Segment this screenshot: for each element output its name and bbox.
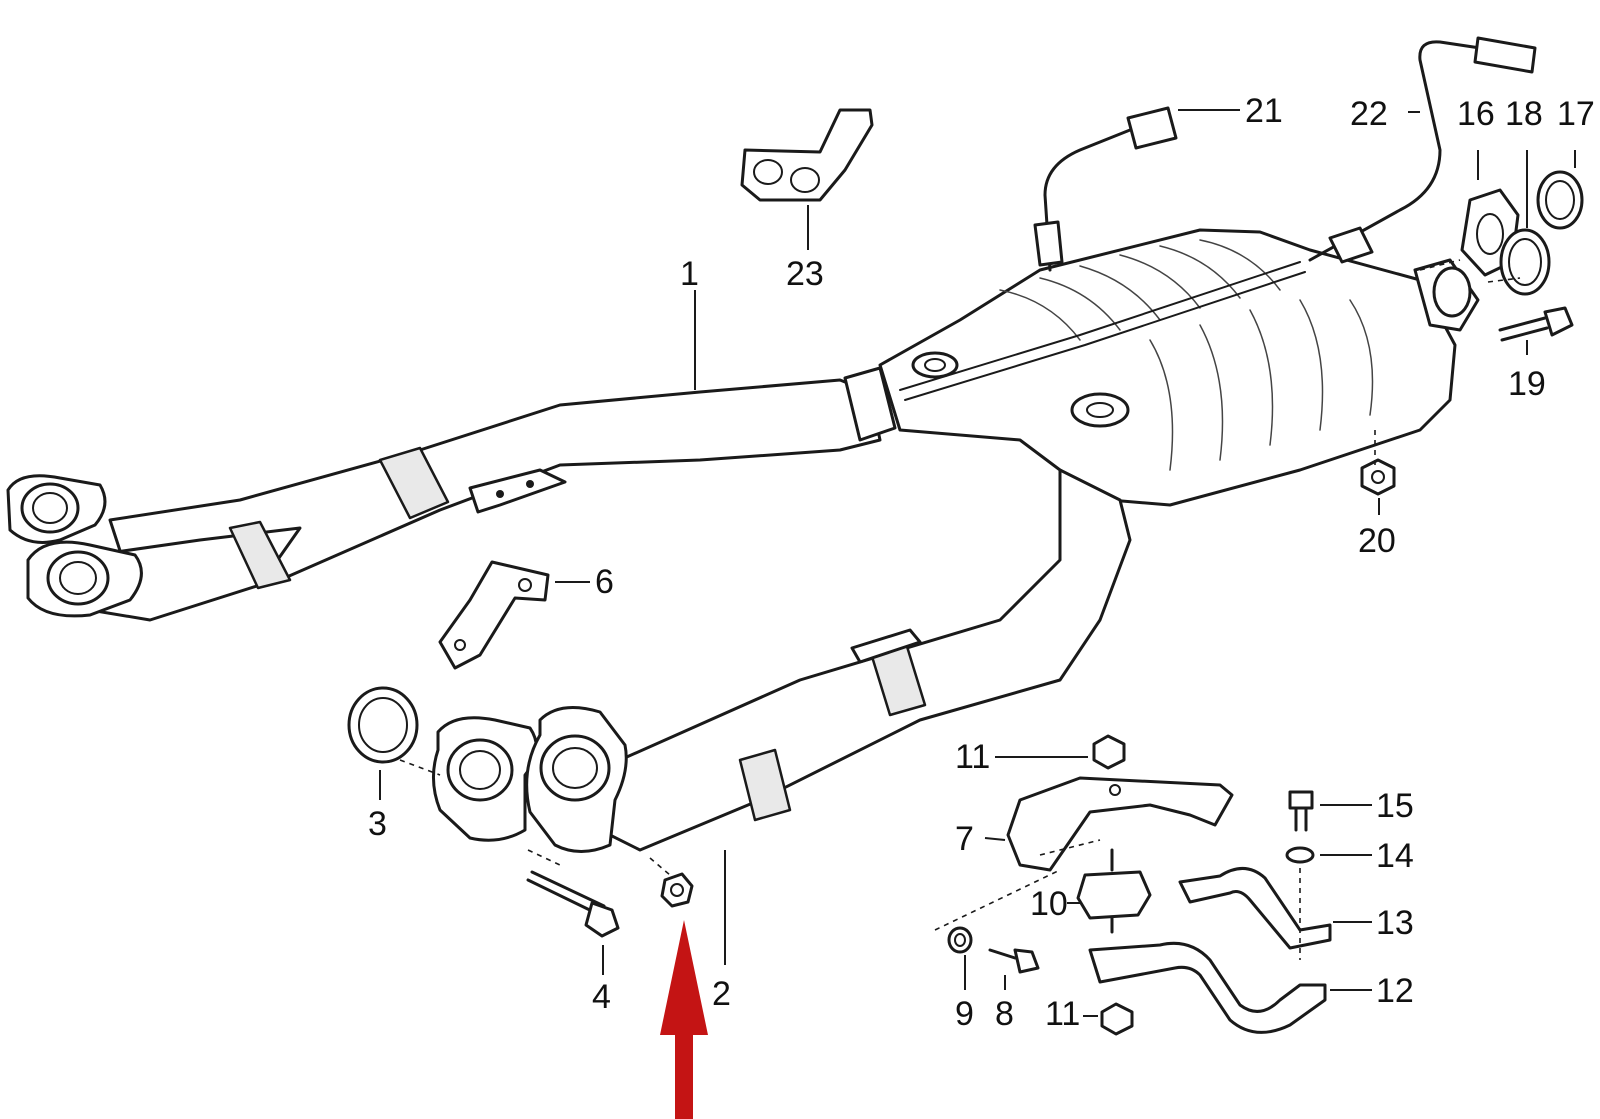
catalytic-converter xyxy=(878,228,1480,507)
callout-21: 21 xyxy=(1245,92,1283,130)
callout-14: 14 xyxy=(1376,837,1414,875)
part-2-nut xyxy=(660,872,694,908)
part-11-nut-top xyxy=(1092,734,1126,770)
callout-16: 16 xyxy=(1457,95,1495,133)
callout-17: 17 xyxy=(1557,95,1595,133)
part-18-ring xyxy=(1499,228,1551,296)
callout-2: 2 xyxy=(712,975,731,1013)
part-15-bolt xyxy=(1288,790,1314,832)
callout-11-top: 11 xyxy=(955,738,990,776)
red-arrow-indicator xyxy=(660,920,708,1119)
callout-18: 18 xyxy=(1505,95,1543,133)
part-9-washer xyxy=(947,926,973,954)
part-20-nut xyxy=(1360,458,1396,496)
part-11-nut-bottom xyxy=(1100,1002,1134,1036)
part-23-bracket xyxy=(740,108,874,202)
part-19-bolt xyxy=(1498,306,1574,342)
callout-20: 20 xyxy=(1358,522,1396,560)
part-1-upper-pipe xyxy=(6,366,897,622)
part-7-bracket xyxy=(1006,776,1234,872)
callout-3: 3 xyxy=(368,805,387,843)
callout-7: 7 xyxy=(955,820,974,858)
part-12-bracket xyxy=(1088,941,1327,1034)
part-3-gasket xyxy=(347,686,419,764)
part-8-bolt xyxy=(988,948,1040,974)
leader-lines xyxy=(379,109,1576,1017)
callout-19: 19 xyxy=(1508,365,1546,403)
part-10-mount xyxy=(1076,848,1152,934)
callout-1: 1 xyxy=(680,255,699,293)
callout-22: 22 xyxy=(1350,95,1388,133)
part-13-clamp xyxy=(1178,867,1332,950)
part-22-sensor xyxy=(1308,36,1537,264)
part-6-bracket xyxy=(438,560,550,670)
callout-10: 10 xyxy=(1030,885,1068,923)
callout-6: 6 xyxy=(595,563,614,601)
callout-4: 4 xyxy=(592,978,611,1016)
callout-9: 9 xyxy=(955,995,974,1033)
callout-12: 12 xyxy=(1376,972,1414,1010)
part-2-lower-pipe xyxy=(432,468,1132,853)
callout-13: 13 xyxy=(1376,904,1414,942)
callout-labels: 1 2 3 4 6 7 8 9 10 11 11 12 13 14 15 16 … xyxy=(368,92,1595,1033)
callout-15: 15 xyxy=(1376,787,1414,825)
part-14-washer xyxy=(1285,846,1315,864)
part-21-sensor xyxy=(1033,106,1178,272)
callout-23: 23 xyxy=(786,255,824,293)
part-4-bolt xyxy=(526,870,620,938)
part-17-ring xyxy=(1536,170,1584,230)
callout-8: 8 xyxy=(995,995,1014,1033)
callout-11-bottom: 11 xyxy=(1045,995,1080,1033)
